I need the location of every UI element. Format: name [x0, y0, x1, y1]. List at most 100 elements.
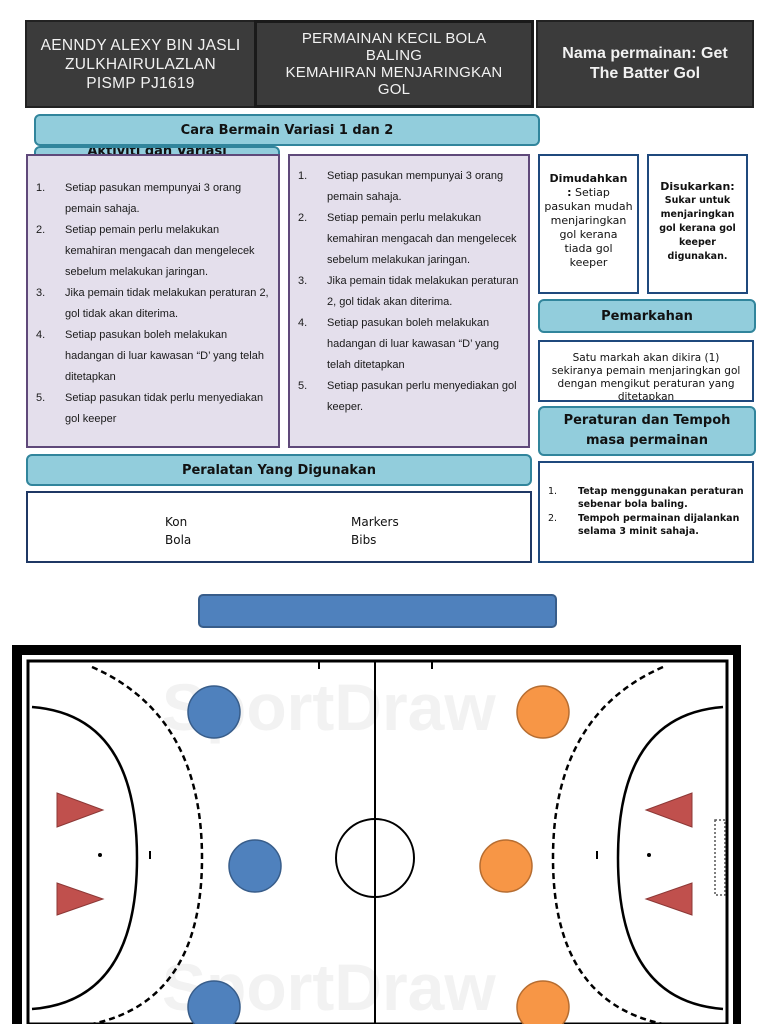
court-surface — [26, 659, 729, 1024]
right-goal-area-line — [616, 705, 724, 1011]
cone-right-bottom — [644, 882, 693, 916]
cone-left-bottom — [56, 882, 105, 916]
cone-right-top — [644, 792, 693, 828]
variasi2-item-text: Jika pemain tidak melakukan peraturan 2,… — [327, 275, 519, 308]
peraturan-header: Peraturan dan Tempoh masa permainan — [538, 406, 756, 456]
peraturan-box: 1. Tetap menggunakan peraturan sebenar bo… — [538, 461, 754, 563]
variasi-1-list: 1. Setiap pasukan mempunyai 3 orang pemai… — [36, 178, 270, 430]
cara-bermain-title: Cara Bermain Variasi 1 dan 2 — [180, 122, 394, 138]
equipment-markers: Markers — [351, 515, 399, 529]
game-name-line-1: Nama permainan: Get — [562, 45, 728, 62]
peraturan-title-2: masa permainan — [586, 433, 708, 448]
variasi1-item-number: 2. — [36, 224, 46, 236]
blue-player-2 — [228, 839, 282, 893]
cone-left-top — [56, 792, 105, 828]
disukarkan-title: Disukarkan: — [660, 180, 735, 193]
variasi1-item-number: 3. — [36, 287, 46, 299]
variasi2-item: 5. Setiap pasukan perlu menyediakan gol k… — [298, 376, 520, 418]
peralatan-col-2: Markers Bibs — [351, 513, 399, 549]
variasi-2-box: 1. Setiap pasukan mempunyai 3 orang pemai… — [288, 154, 530, 448]
aktiviti-title: Aktiviti dan Variasi — [87, 146, 227, 159]
game-name-box: Nama permainan: Get The Batter Gol — [536, 20, 754, 108]
variasi1-item-text: Setiap pasukan boleh melakukan hadangan … — [65, 329, 264, 383]
variasi2-item-number: 4. — [298, 317, 308, 329]
disukarkan-text: Sukar untuk menjaringkan gol kerana gol … — [659, 195, 736, 248]
dimudahkan-box: Dimudahkan : Setiap pasukan mudah menjar… — [538, 154, 639, 294]
pemarkahan-header: Pemarkahan — [538, 299, 756, 333]
peraturan-item-number: 2. — [548, 513, 558, 524]
peraturan-item-number: 1. — [548, 486, 558, 497]
topic-line-1: PERMAINAN KECIL BOLA — [301, 30, 487, 47]
variasi2-item-number: 3. — [298, 275, 308, 287]
variasi1-item-text: Setiap pemain perlu melakukan kemahiran … — [65, 224, 255, 278]
variasi1-item-number: 4. — [36, 329, 46, 341]
right-mark-dot — [647, 853, 651, 857]
left-mark-dot — [98, 853, 102, 857]
variasi2-item-text: Setiap pasukan boleh melakukan hadangan … — [327, 317, 500, 371]
handball-court-diagram: SportDraw SportDraw — [12, 645, 741, 1024]
author-name-2: ZULKHAIRULAZLAN — [65, 55, 216, 73]
variasi1-item: 5. Setiap pasukan tidak perlu menyediakan… — [36, 388, 270, 430]
orange-player-1 — [516, 685, 570, 739]
orange-player-3 — [516, 980, 570, 1024]
peraturan-item: 1. Tetap menggunakan peraturan sebenar bo… — [548, 485, 746, 511]
variasi1-item-number: 5. — [36, 392, 46, 404]
variasi-2-list: 1. Setiap pasukan mempunyai 3 orang pemai… — [298, 166, 520, 418]
variasi1-item-text: Jika pemain tidak melakukan peraturan 2,… — [65, 287, 269, 320]
variasi1-item: 2. Setiap pemain perlu melakukan kemahira… — [36, 220, 270, 283]
variasi2-item-text: Setiap pasukan perlu menyediakan gol kee… — [327, 380, 517, 413]
variasi2-item-text: Setiap pemain perlu melakukan kemahiran … — [327, 212, 517, 266]
equipment-kon: Kon — [165, 515, 188, 529]
variasi2-item-number: 1. — [298, 170, 308, 182]
variasi1-item: 4. Setiap pasukan boleh melakukan hadanga… — [36, 325, 270, 388]
topic-line-2: BALING — [365, 47, 423, 64]
diagram-title-bar — [198, 594, 557, 628]
variasi2-item-text: Setiap pasukan mempunyai 3 orang pemain … — [327, 170, 504, 203]
peraturan-list: 1. Tetap menggunakan peraturan sebenar bo… — [548, 485, 746, 538]
peralatan-title: Peralatan Yang Digunakan — [181, 462, 377, 478]
pemarkahan-box: Satu markah akan dikira (1) sekiranya pe… — [538, 340, 754, 402]
author-name: AENNDY ALEXY BIN JASLI — [40, 36, 241, 54]
left-free-throw-line — [91, 665, 204, 1024]
variasi2-item: 3. Jika pemain tidak melakukan peraturan … — [298, 271, 520, 313]
peraturan-item: 2. Tempoh permainan dijalankan selama 3 m… — [548, 512, 746, 538]
variasi1-item-number: 1. — [36, 182, 46, 194]
peraturan-title-1: Peraturan dan Tempoh — [563, 413, 731, 428]
disukarkan-tail: digunakan. — [667, 251, 728, 262]
variasi2-item-number: 5. — [298, 380, 308, 392]
topic-box: PERMAINAN KECIL BOLA BALING KEMAHIRAN ME… — [254, 20, 534, 108]
variasi2-item-number: 2. — [298, 212, 308, 224]
variasi2-item: 4. Setiap pasukan boleh melakukan hadanga… — [298, 313, 520, 376]
right-goal-net — [714, 819, 726, 896]
variasi1-item: 3. Jika pemain tidak melakukan peraturan … — [36, 283, 270, 325]
equipment-bola: Bola — [165, 533, 192, 547]
dimudahkan-text: Setiap pasukan mudah menjaringkan gol ke… — [544, 186, 633, 269]
peraturan-item-text: Tempoh permainan dijalankan selama 3 min… — [578, 513, 740, 537]
disukarkan-box: Disukarkan: Sukar untuk menjaringkan gol… — [647, 154, 748, 294]
blue-player-1 — [187, 685, 241, 739]
dimudahkan-title: Dimudahkan — [549, 172, 628, 185]
variasi-1-box: 1. Setiap pasukan mempunyai 3 orang pemai… — [26, 154, 280, 448]
variasi1-item-text: Setiap pasukan mempunyai 3 orang pemain … — [65, 182, 242, 215]
peralatan-header: Peralatan Yang Digunakan — [26, 454, 532, 486]
author-class: PISMP PJ1619 — [86, 74, 195, 92]
game-name-line-2: The Batter Gol — [589, 65, 701, 82]
pemarkahan-title: Pemarkahan — [601, 308, 693, 324]
variasi1-item: 1. Setiap pasukan mempunyai 3 orang pemai… — [36, 178, 270, 220]
dimudahkan-colon: : — [567, 186, 572, 199]
cara-bermain-header: Cara Bermain Variasi 1 dan 2 — [34, 114, 540, 146]
equipment-bibs: Bibs — [351, 533, 377, 547]
peralatan-box: Kon Bola Markers Bibs — [26, 491, 532, 563]
orange-player-2 — [479, 839, 533, 893]
topic-line-3: KEMAHIRAN MENJARINGKAN — [285, 64, 503, 81]
peraturan-item-text: Tetap menggunakan peraturan sebenar bola… — [578, 486, 744, 510]
variasi1-item-text: Setiap pasukan tidak perlu menyediakan g… — [65, 392, 264, 425]
left-goal-area-line — [31, 705, 139, 1011]
variasi2-item: 1. Setiap pasukan mempunyai 3 orang pemai… — [298, 166, 520, 208]
right-free-throw-line — [551, 665, 664, 1024]
center-circle — [335, 818, 415, 898]
variasi2-item: 2. Setiap pemain perlu melakukan kemahira… — [298, 208, 520, 271]
pemarkahan-text: Satu markah akan dikira (1) sekiranya pe… — [551, 352, 741, 402]
author-box: AENNDY ALEXY BIN JASLI ZULKHAIRULAZLAN P… — [25, 20, 256, 108]
blue-player-3 — [187, 980, 241, 1024]
